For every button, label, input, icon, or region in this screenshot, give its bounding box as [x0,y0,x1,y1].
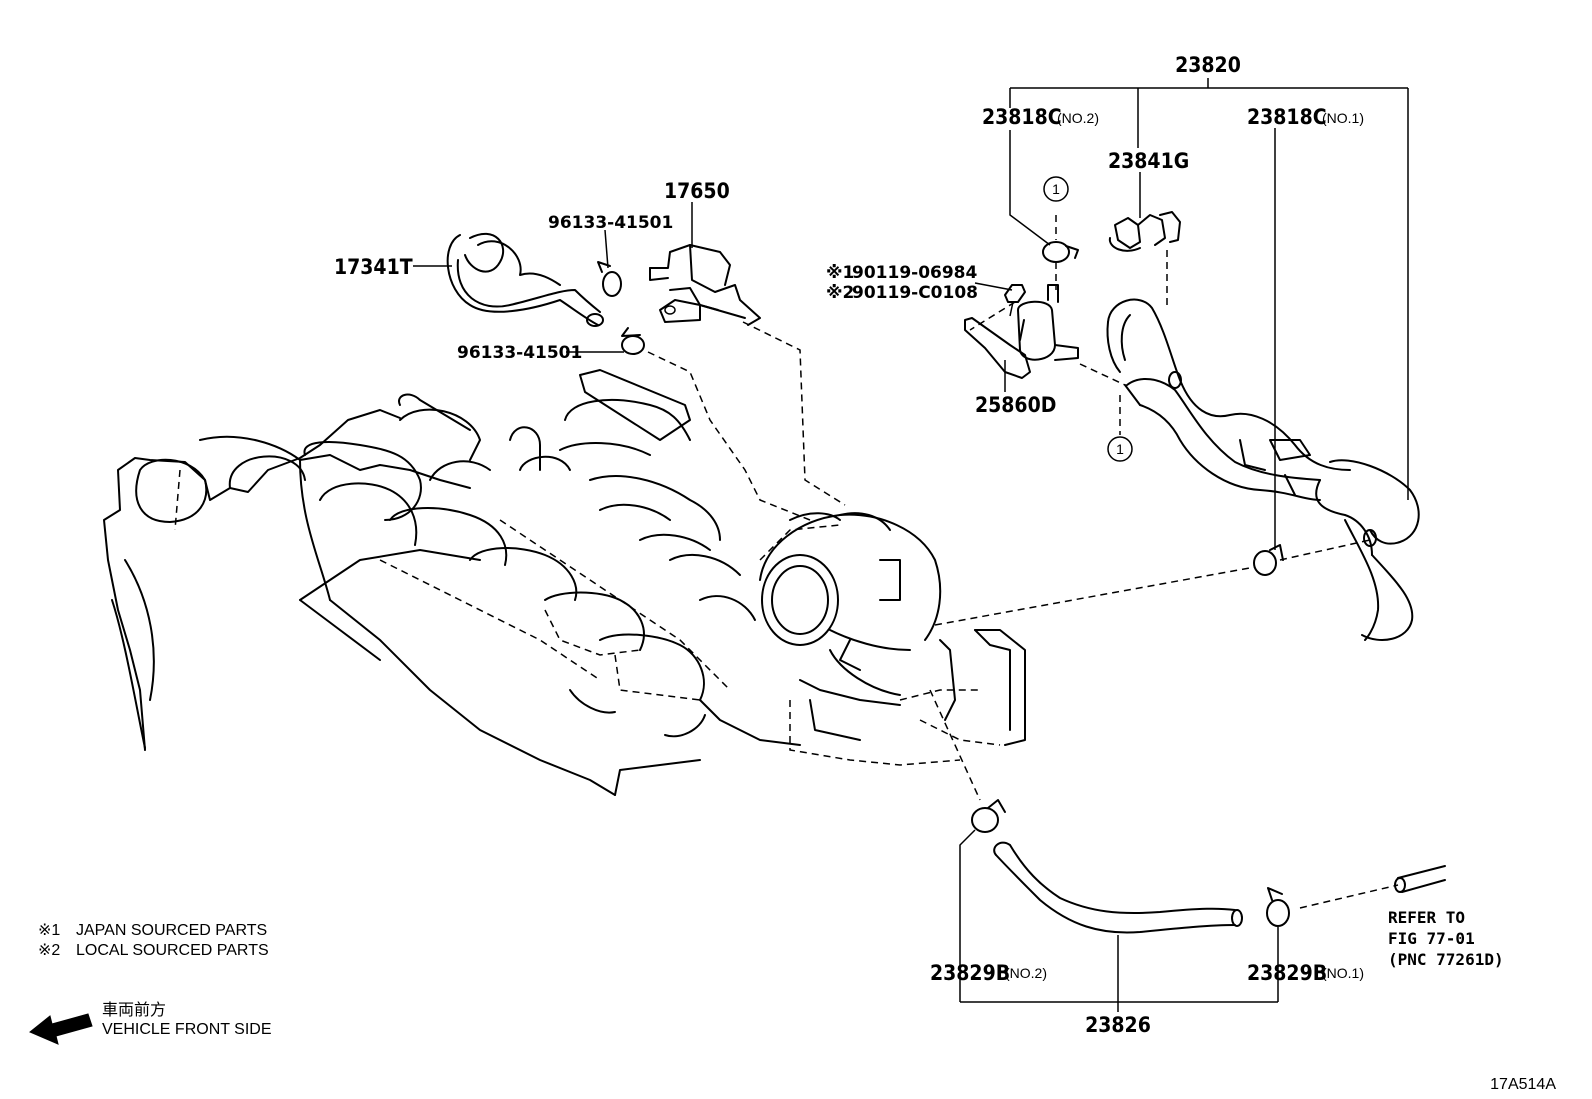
clamp-23829b-no1 [1266,887,1290,927]
reference-marker-bottom: 1 [1107,436,1133,462]
vsv-17650 [649,244,761,326]
svg-text:1: 1 [1052,181,1060,197]
label-23818c-no2-suffix: (NO.2) [1057,110,1099,126]
label-mark1: ※1 [826,263,854,283]
label-23829b-no1-suffix: (NO.1) [1322,965,1364,981]
label-23829b-no2-suffix: (NO.2) [1005,965,1047,981]
clamp-upper-23818c-no2 [1042,241,1079,263]
hose-17341t [446,232,604,327]
reference-marker-top: 1 [1043,176,1069,202]
label-23829b-no1: 23829B [1247,961,1327,985]
clamp-96133-41501-lower [621,327,645,355]
note-2-mark: ※2 [38,942,60,959]
label-96133-41501-lower: 96133-41501 [457,343,582,363]
engine-hidden-lines [174,469,1001,766]
front-label-jp: 車両前方 [102,1001,166,1019]
hose-23826 [993,841,1243,934]
label-96133-41501-upper: 96133-41501 [548,213,673,233]
note-1-mark: ※1 [38,922,60,939]
label-23820: 23820 [1175,53,1241,77]
label-23841g: 23841G [1108,149,1189,173]
clamp-23818c-no1 [1253,544,1284,576]
refer-line-1: REFER TO [1388,908,1465,927]
label-23829b-no2: 23829B [930,961,1010,985]
assembly-dashed-lines [647,215,1399,909]
clip-23841g [1108,211,1181,252]
label-17650: 17650 [664,179,730,203]
label-25860d: 25860D [975,393,1056,417]
refer-line-3: (PNC 77261D) [1388,950,1504,969]
note-2-text: LOCAL SOURCED PARTS [76,942,269,959]
clamp-96133-41501-upper [597,261,622,297]
label-90119-c0108: 90119-C0108 [852,283,978,303]
note-1-text: JAPAN SOURCED PARTS [76,922,267,939]
front-label-en: VEHICLE FRONT SIDE [102,1021,272,1038]
vehicle-front-arrow-icon [29,1013,93,1045]
label-mark2: ※2 [826,283,854,303]
throttle-body-bore [761,554,839,646]
clamp-23829b-no2 [971,799,1006,833]
label-23826: 23826 [1085,1013,1151,1037]
label-17341t: 17341T [334,255,413,279]
engine-assembly-outline [103,369,1026,796]
svg-text:1: 1 [1116,441,1124,457]
label-23818c-no1-suffix: (NO.1) [1322,110,1364,126]
label-90119-06984: 90119-06984 [852,263,978,283]
refer-line-2: FIG 77-01 [1388,929,1475,948]
hose-assembly-23820 [1106,298,1420,641]
vsv-25860d [964,284,1079,379]
figure-id: 17A514A [1490,1076,1556,1093]
leader-lines [413,78,1409,1012]
label-23818c-no2: 23818C [982,105,1062,129]
pipe-77261d [1394,865,1446,893]
label-23818c-no1: 23818C [1247,105,1327,129]
